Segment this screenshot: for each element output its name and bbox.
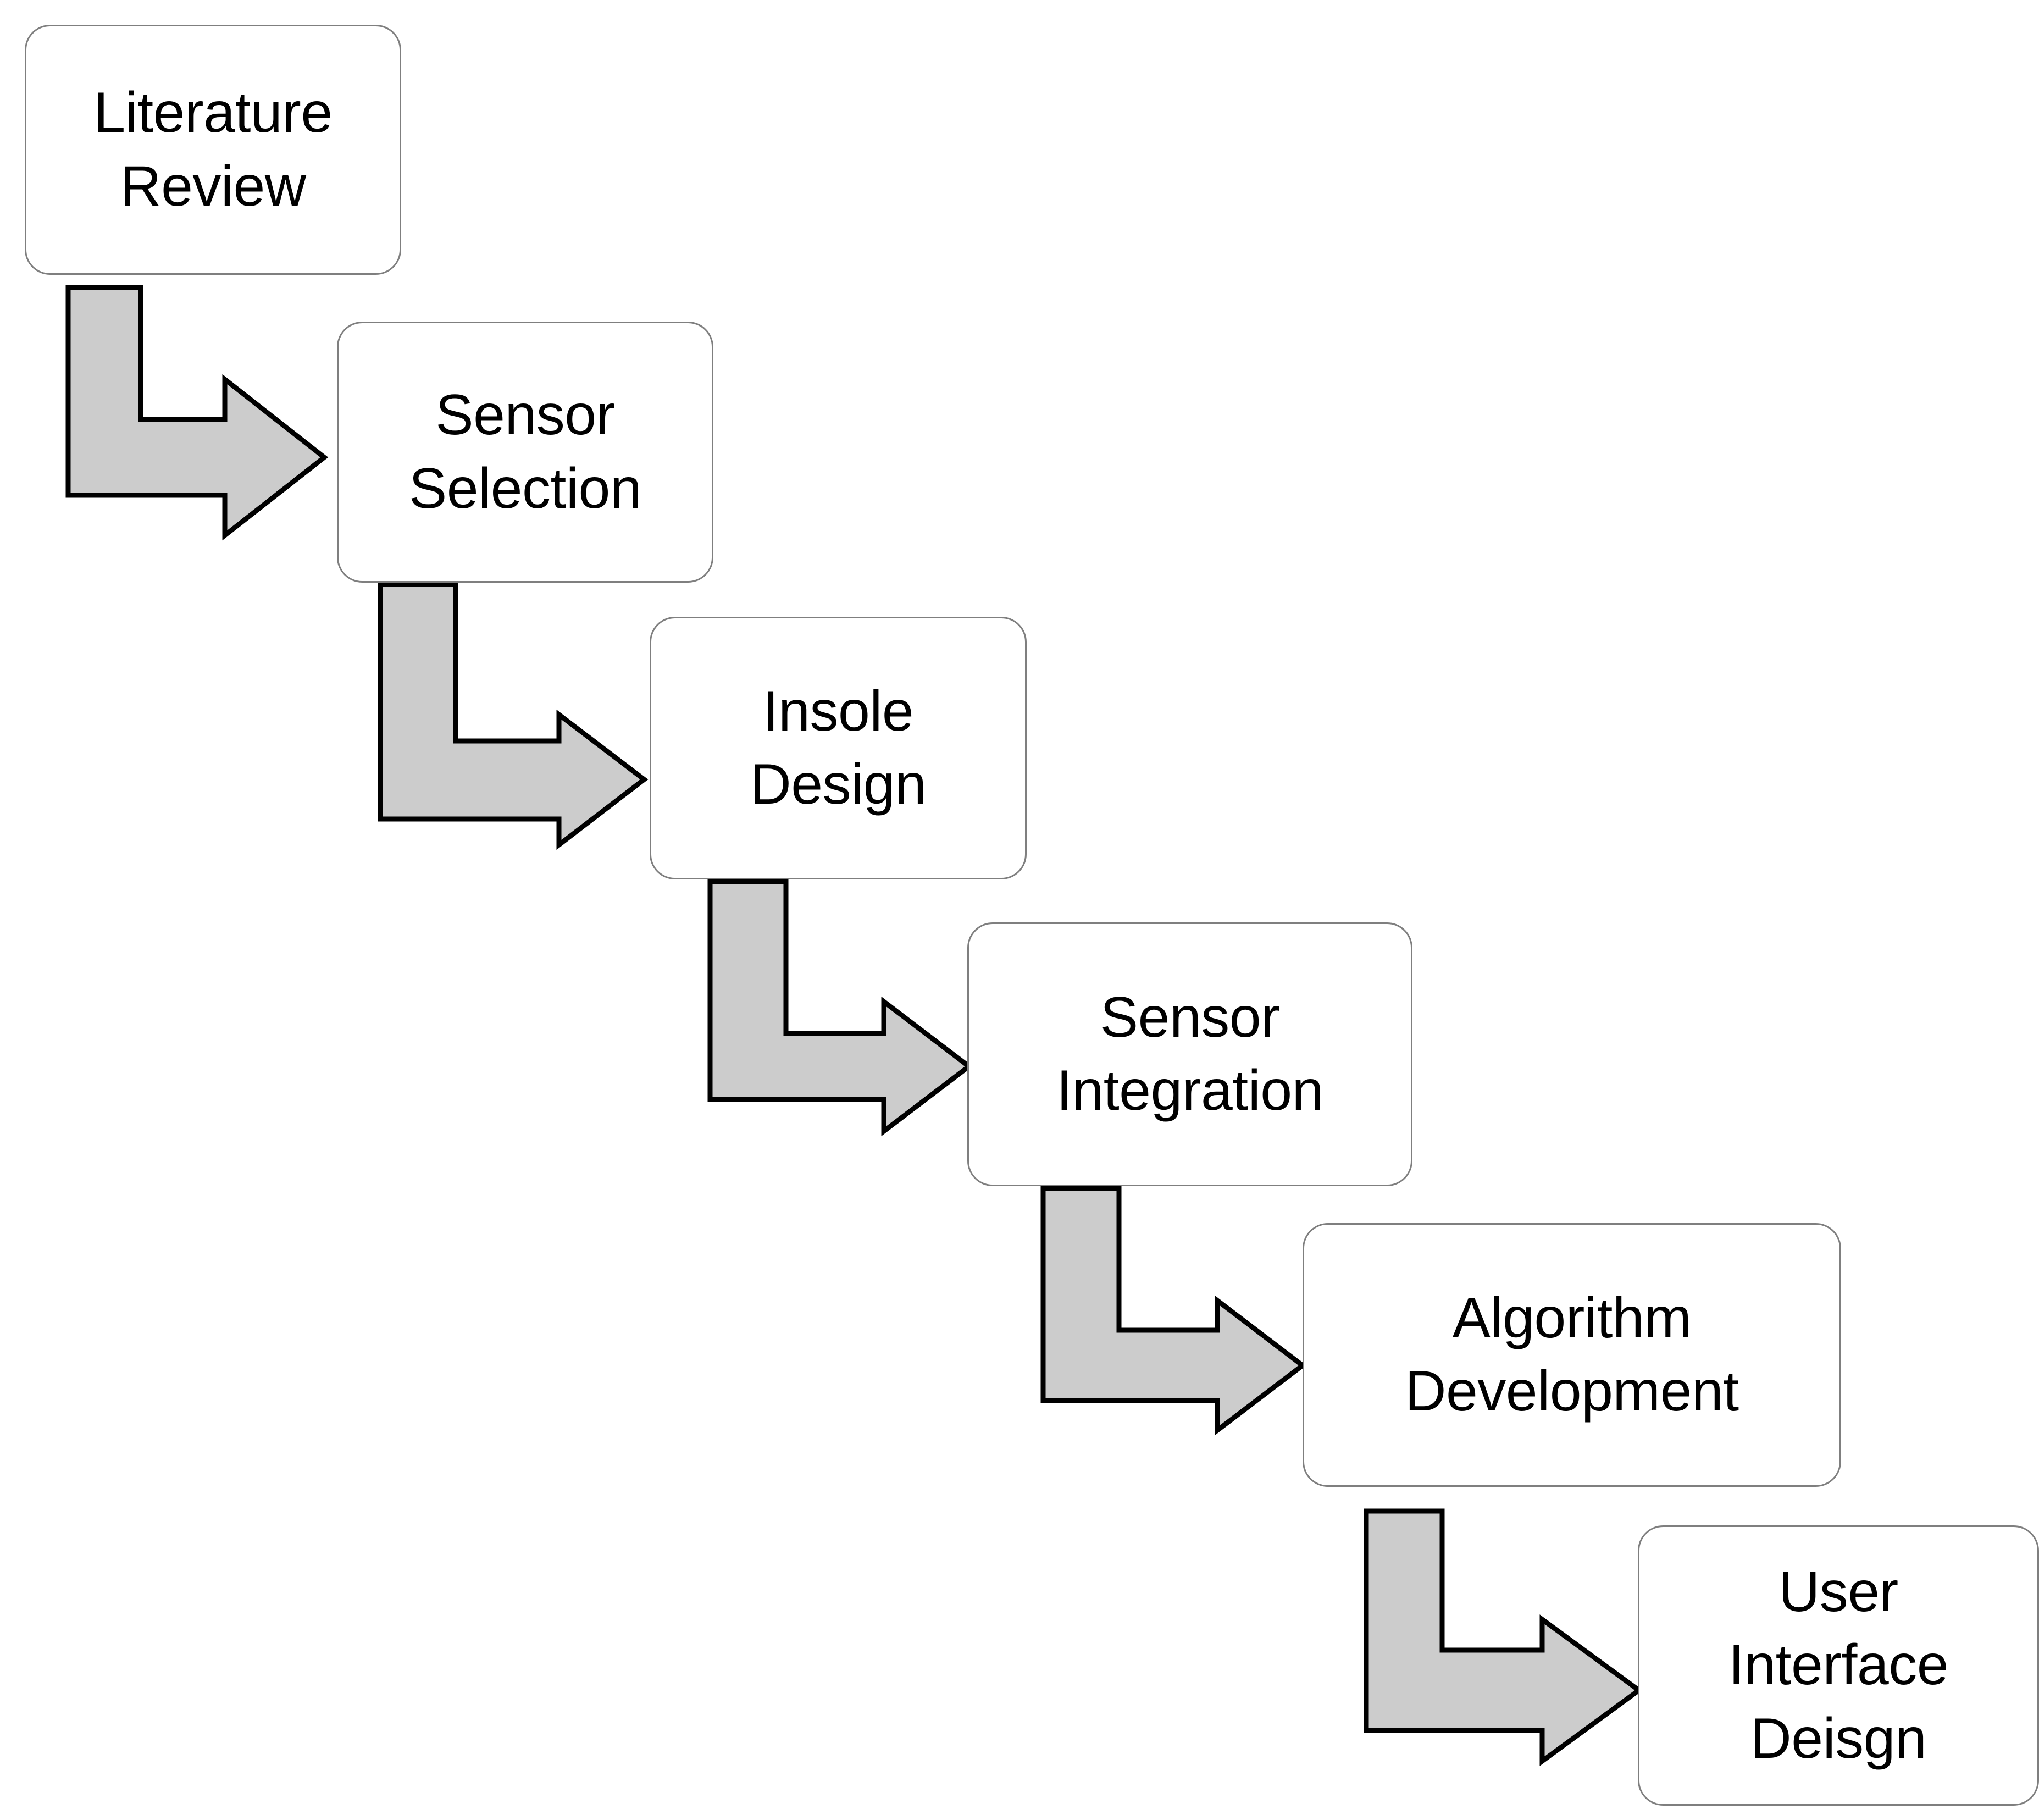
node-literature-review[interactable]: Literature Review — [25, 25, 401, 275]
node-label-sensor-selection: Sensor Selection — [408, 383, 642, 521]
node-sensor-integration[interactable]: Sensor Integration — [967, 922, 1412, 1186]
arrow-sensor-selection-to-insole-design — [378, 582, 649, 850]
arrow-literature-review-to-sensor-selection — [65, 285, 329, 541]
node-label-sensor-integration: Sensor Integration — [1056, 985, 1323, 1122]
arrow-algorithm-development-to-user-interface-design — [1364, 1508, 1643, 1766]
arrow-sensor-integration-to-algorithm-development — [1040, 1186, 1307, 1436]
node-sensor-selection[interactable]: Sensor Selection — [337, 322, 713, 583]
node-label-literature-review: Literature Review — [93, 81, 333, 218]
node-label-algorithm-development: Algorithm Development — [1405, 1286, 1739, 1423]
node-insole-design[interactable]: Insole Design — [650, 617, 1027, 879]
node-user-interface-design[interactable]: User Interface Deisgn — [1638, 1525, 2039, 1806]
node-label-insole-design: Insole Design — [750, 679, 927, 816]
arrow-insole-design-to-sensor-integration — [707, 879, 973, 1137]
node-label-user-interface-design: User Interface Deisgn — [1728, 1560, 1949, 1771]
node-algorithm-development[interactable]: Algorithm Development — [1303, 1223, 1841, 1487]
